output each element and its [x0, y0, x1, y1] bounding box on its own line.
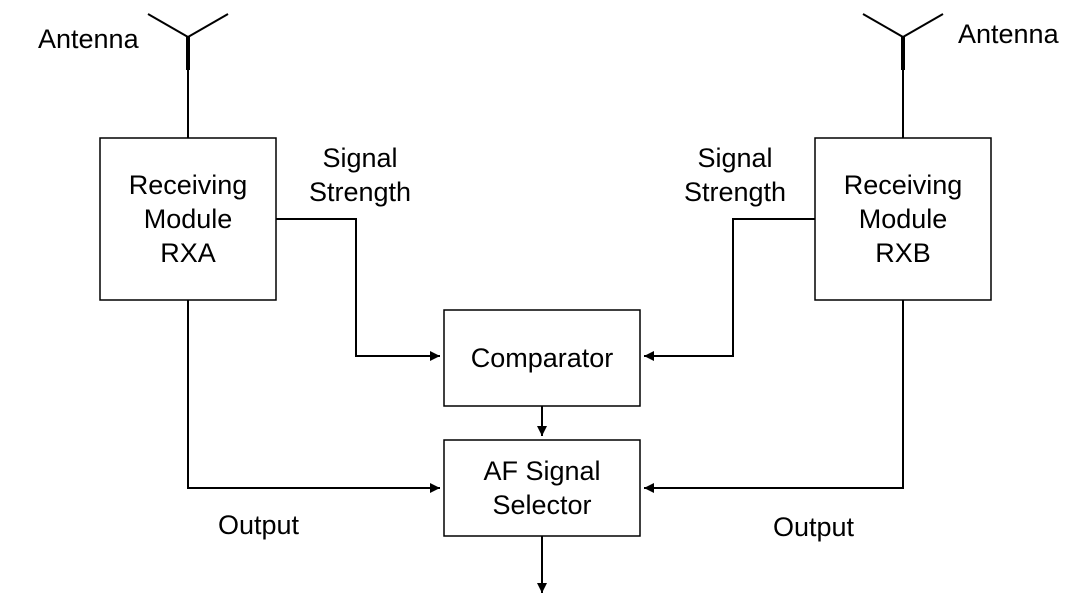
af-selector-line-2: Selector [492, 490, 592, 520]
rxa-box [99, 137, 277, 301]
af-selector-box [443, 439, 641, 537]
rxa-label: Receiving Module RXA [100, 138, 276, 300]
rxa-line-3: RXA [160, 238, 216, 268]
rxa-line-2: Module [143, 204, 233, 234]
antenna-left-label: Antenna [38, 24, 139, 54]
rxb-line-2: Module [858, 204, 948, 234]
signal-strength-left-line-2: Strength [308, 177, 412, 207]
af-selector-label: AF Signal Selector [444, 440, 640, 536]
output-right-label: Output [773, 512, 855, 542]
rxb-line-1: Receiving [843, 170, 963, 200]
antenna-right-label: Antenna [958, 19, 1059, 49]
af-selector-line-1: AF Signal [483, 456, 601, 486]
comparator-label: Comparator [444, 310, 640, 406]
signal-strength-right-connector [644, 218, 815, 361]
signal-strength-left-label: Signal Strength [290, 140, 430, 210]
output-right-connector [644, 300, 904, 493]
rxb-label: Receiving Module RXB [815, 138, 991, 300]
signal-strength-left-line-1: Signal [322, 143, 398, 173]
antenna-right-icon [862, 13, 944, 138]
rxb-box [814, 137, 992, 301]
rxb-line-3: RXB [875, 238, 931, 268]
antenna-left-icon [147, 13, 229, 138]
signal-strength-right-line-2: Strength [683, 177, 787, 207]
output-left-label: Output [218, 510, 300, 540]
signal-strength-right-line-1: Signal [697, 143, 773, 173]
comparator-box [443, 309, 641, 407]
rxa-line-1: Receiving [128, 170, 248, 200]
output-left-connector [187, 300, 440, 493]
comparator-text: Comparator [470, 343, 614, 373]
signal-strength-left-connector [276, 218, 440, 361]
signal-strength-right-label: Signal Strength [665, 140, 805, 210]
